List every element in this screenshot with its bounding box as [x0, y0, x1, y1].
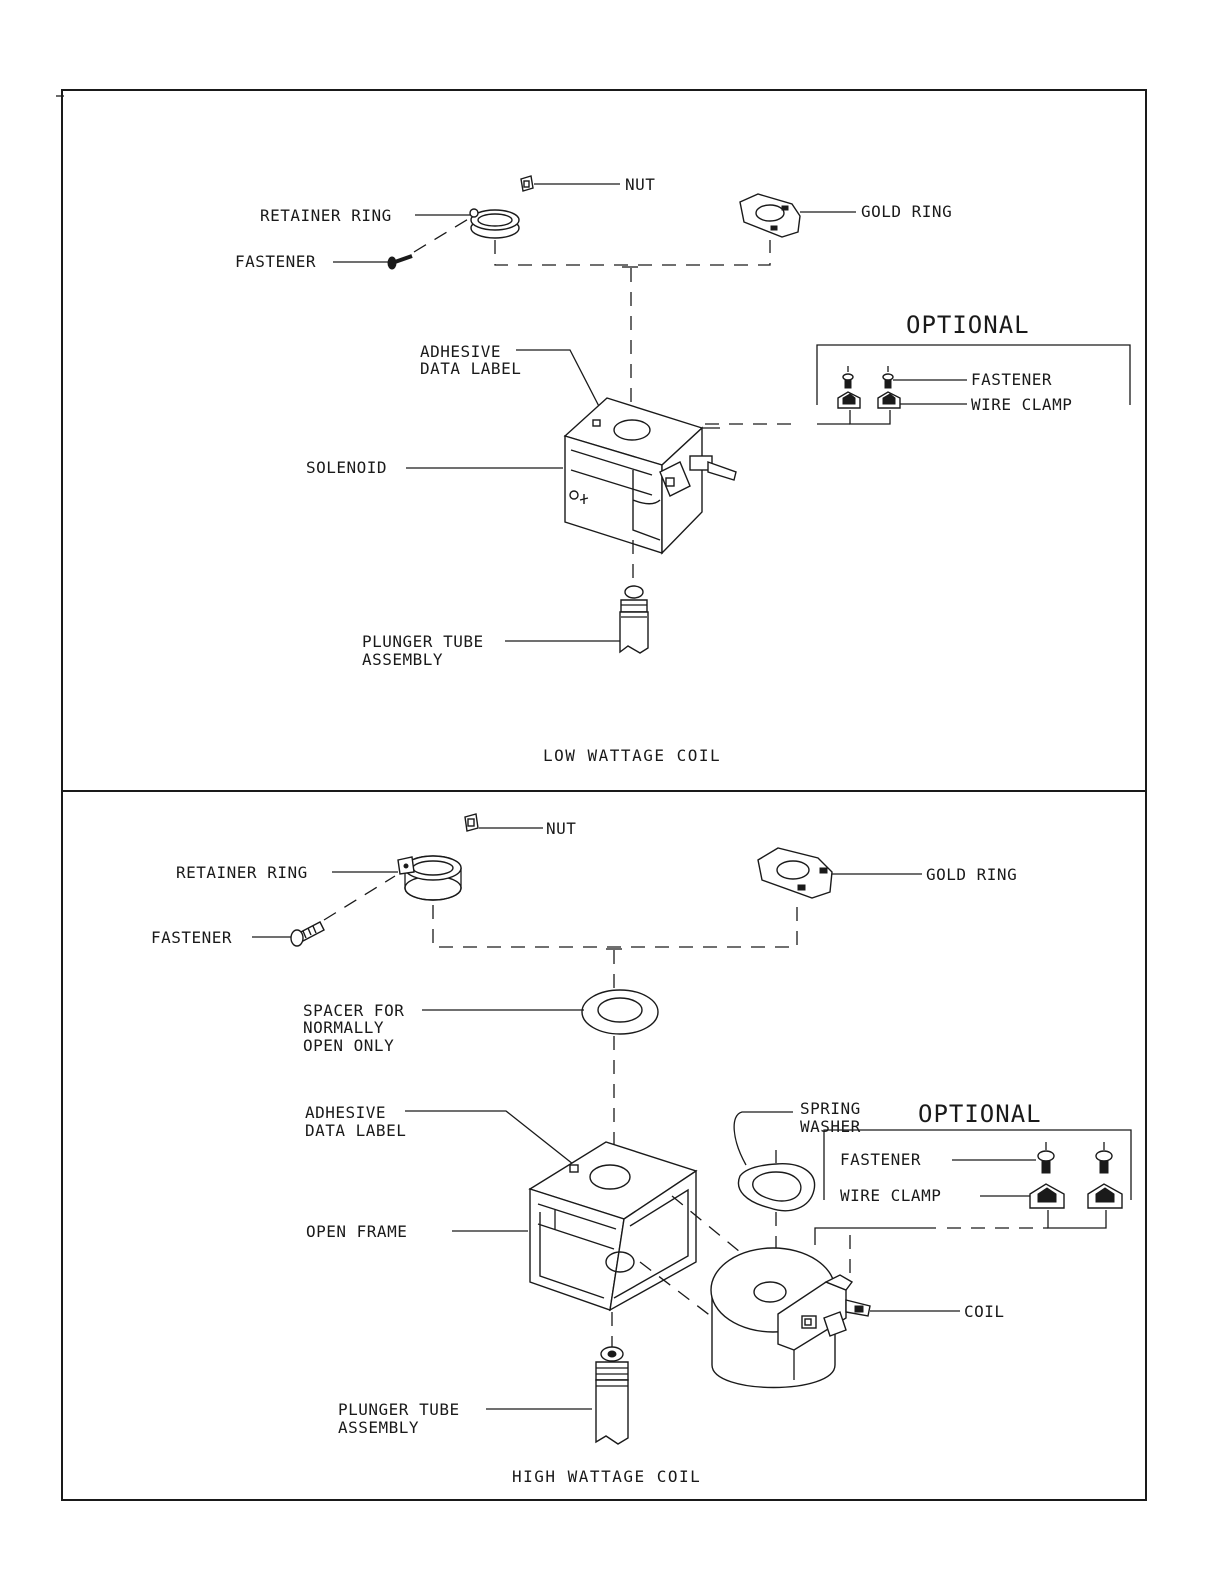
label-solenoid: SOLENOID [306, 458, 387, 477]
label-spring-line2: WASHER [800, 1117, 861, 1136]
spacer-part-icon [581, 989, 659, 1035]
panel-low-wattage: NUT RETAINER RING FASTENER GOLD RING [235, 175, 1131, 765]
label-plunger-line2: ASSEMBLY [362, 650, 443, 669]
retainer-ring-part-icon-high [397, 855, 462, 901]
label-retainer-ring-high: RETAINER RING [176, 863, 308, 882]
page-border [61, 89, 1147, 1501]
optional-wire-clamp-icon-high [1029, 1183, 1123, 1209]
label-fastener: FASTENER [235, 252, 316, 271]
label-nut: NUT [625, 175, 655, 194]
label-fastener-high: FASTENER [151, 928, 232, 947]
label-retainer-ring: RETAINER RING [260, 206, 392, 225]
label-plunger-line1: PLUNGER TUBE [362, 632, 484, 651]
label-adhesive-line1-high: ADHESIVE [305, 1103, 386, 1122]
caption-high-wattage-coil: HIGH WATTAGE COIL [512, 1467, 701, 1486]
retainer-ring-part-icon [469, 208, 520, 239]
label-spacer-line2: NORMALLY [303, 1018, 384, 1037]
plunger-tube-part-icon [619, 585, 649, 654]
label-gold-ring-high: GOLD RING [926, 865, 1017, 884]
fastener-screw-icon-high [290, 921, 325, 947]
plunger-tube-part-icon-high [595, 1346, 629, 1445]
optional-fastener-screw-icon [842, 366, 894, 389]
spring-washer-part-icon [737, 1163, 816, 1212]
label-nut-high: NUT [546, 819, 576, 838]
open-frame-part-icon [528, 1141, 698, 1312]
panel-high-wattage: NUT RETAINER RING FASTENER [151, 813, 1132, 1486]
nut-part-icon-high [464, 813, 479, 832]
fastener-screw-icon [387, 254, 413, 270]
solenoid-part-icon [563, 397, 737, 555]
label-adhesive-line2: DATA LABEL [420, 359, 521, 378]
label-spacer-line1: SPACER FOR [303, 1001, 404, 1020]
label-optional-wire-clamp-high: WIRE CLAMP [840, 1186, 941, 1205]
label-plunger-line2-high: ASSEMBLY [338, 1418, 419, 1437]
label-optional-wire-clamp: WIRE CLAMP [971, 395, 1072, 414]
coil-part-icon [710, 1247, 871, 1389]
gold-ring-part-icon [739, 193, 801, 238]
label-optional-title-high: OPTIONAL [918, 1100, 1042, 1128]
optional-fastener-screw-icon-high [1037, 1142, 1113, 1174]
label-adhesive-line1: ADHESIVE [420, 342, 501, 361]
label-optional-fastener-high: FASTENER [840, 1150, 921, 1169]
label-coil: COIL [964, 1302, 1005, 1321]
label-open-frame: OPEN FRAME [306, 1222, 407, 1241]
gold-ring-part-icon-high [757, 847, 833, 899]
label-adhesive-line2-high: DATA LABEL [305, 1121, 406, 1140]
optional-wire-clamp-icon [837, 391, 901, 409]
caption-low-wattage-coil: LOW WATTAGE COIL [543, 746, 721, 765]
label-spacer-line3: OPEN ONLY [303, 1036, 394, 1055]
nut-part-icon [520, 175, 534, 192]
label-spring-line1: SPRING [800, 1099, 861, 1118]
label-optional-title: OPTIONAL [906, 311, 1030, 339]
label-plunger-line1-high: PLUNGER TUBE [338, 1400, 460, 1419]
label-gold-ring: GOLD RING [861, 202, 952, 221]
label-optional-fastener: FASTENER [971, 370, 1052, 389]
